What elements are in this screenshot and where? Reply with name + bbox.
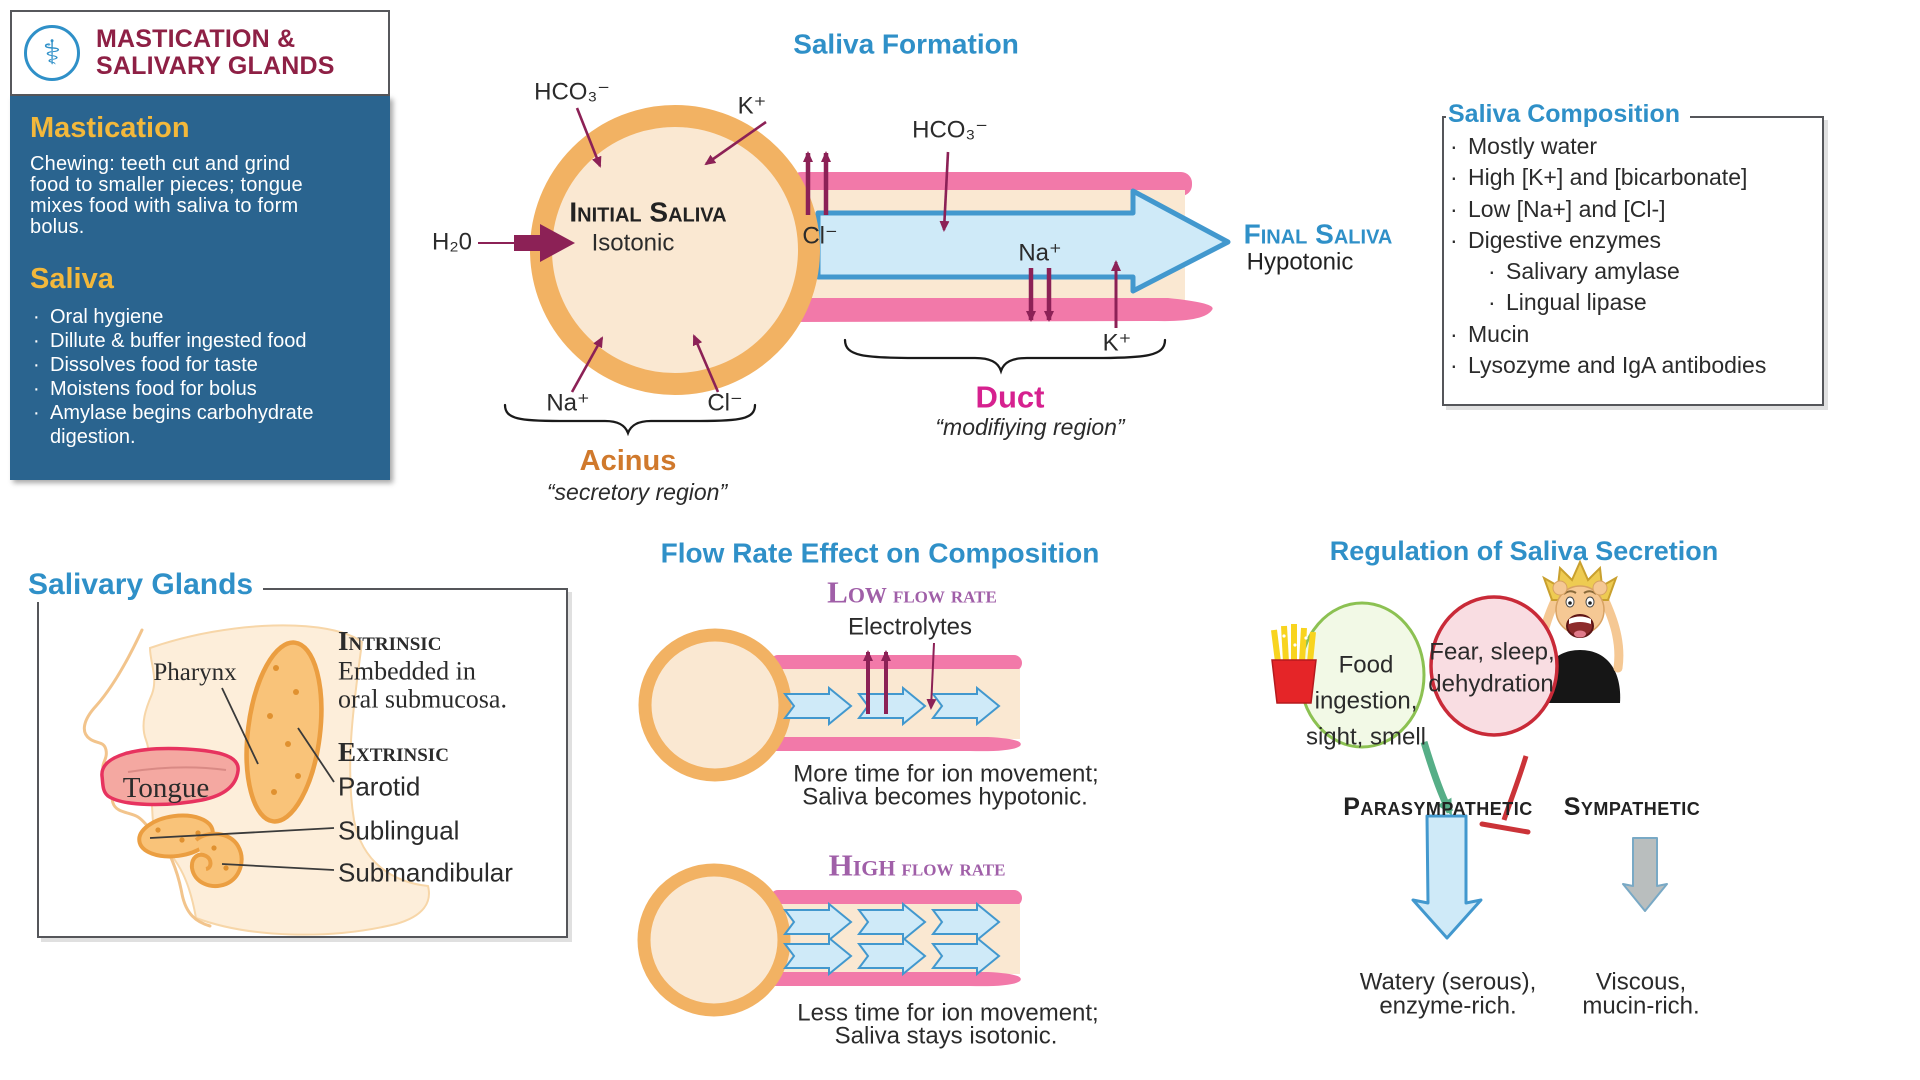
final-saliva-label: Final Saliva xyxy=(1243,218,1393,250)
h2o-arrow xyxy=(514,224,575,262)
sym-trigger-line2: dehydration xyxy=(1428,670,1554,698)
duct-sublabel: “modifiying region” xyxy=(935,413,1125,440)
list-item: Oral hygiene xyxy=(30,305,368,329)
intrinsic-desc-line1: Embedded in xyxy=(338,656,476,686)
saliva-formation-title: Saliva Formation xyxy=(793,28,1019,60)
sym-result-line1: Viscous, xyxy=(1595,968,1687,996)
k-acinus-label: K⁺ xyxy=(737,92,767,120)
isotonic-label: Isotonic xyxy=(591,229,675,257)
salivary-glands-illustration xyxy=(82,624,430,936)
low-acinus-circle xyxy=(638,628,792,782)
sublingual-label: Sublingual xyxy=(338,815,460,846)
inhibits-line xyxy=(1501,755,1529,821)
regulation-diagram xyxy=(1271,559,1668,940)
acinus-brace xyxy=(503,403,757,437)
sympathetic-trigger-circle xyxy=(1429,595,1559,737)
list-item: Mostly water xyxy=(1448,131,1820,163)
sym-result-line2: mucin-rich. xyxy=(1582,992,1700,1020)
cl-acinus-label: Cl⁻ xyxy=(707,389,743,417)
final-saliva-flow-arrow xyxy=(815,188,1231,294)
sympathetic-label: Sympathetic xyxy=(1563,792,1701,821)
list-item: Dillute & buffer ingested food xyxy=(30,329,368,353)
parasym-trigger-line3: sight, smell xyxy=(1305,723,1427,751)
cl-duct-label: Cl⁻ xyxy=(802,222,838,250)
parasym-trigger-line1: Food xyxy=(1338,651,1394,679)
high-acinus-circle xyxy=(637,863,791,1017)
hypotonic-label: Hypotonic xyxy=(1246,248,1354,276)
pharynx-label: Pharynx xyxy=(153,658,237,686)
list-item: Amylase begins carbohydrate digestion. xyxy=(30,401,368,449)
na-acinus-label: Na⁺ xyxy=(546,389,590,417)
acinus-circle xyxy=(530,105,820,395)
intrinsic-label: Intrinsic xyxy=(338,625,442,656)
high-caption-line1: Less time for ion movement; xyxy=(797,999,1099,1027)
duct-brace xyxy=(843,338,1167,375)
duct-bottom-wall xyxy=(790,298,1213,322)
inhibits-bar xyxy=(1479,821,1531,835)
flow-rate-title: Flow Rate Effect on Composition xyxy=(660,537,1100,569)
hco3-acinus-label: HCO₃⁻ xyxy=(534,78,610,106)
saliva-composition-list: Mostly water High [K+] and [bicarbonate]… xyxy=(1448,131,1820,382)
k-duct-label: K⁺ xyxy=(1102,329,1132,357)
duct-label: Duct xyxy=(975,379,1045,415)
saliva-composition-title: Saliva Composition xyxy=(1446,100,1690,129)
hco3-duct-label: HCO₃⁻ xyxy=(912,116,988,144)
acinus-sublabel: “secretory region” xyxy=(546,478,728,505)
sympathetic-output-arrow xyxy=(1622,837,1668,912)
parotid-label: Parotid xyxy=(338,771,421,802)
page-title: MASTICATION & SALIVARY GLANDS xyxy=(96,25,335,80)
salivary-glands-title: Salivary Glands xyxy=(26,568,264,602)
list-item: Lysozyme and IgA antibodies xyxy=(1448,350,1820,382)
regulation-title: Regulation of Saliva Secretion xyxy=(1329,535,1719,566)
fries-icon xyxy=(1271,624,1317,704)
parasym-result-line2: enzyme-rich. xyxy=(1379,992,1517,1020)
list-item: Salivary amylase xyxy=(1448,256,1820,288)
tongue-label: Tongue xyxy=(122,771,210,804)
list-item: Dissolves food for taste xyxy=(30,353,368,377)
list-item: Low [Na+] and [Cl-] xyxy=(1448,194,1820,226)
extrinsic-label: Extrinsic xyxy=(338,736,449,767)
acinus-label: Acinus xyxy=(579,444,677,477)
saliva-formation-diagram xyxy=(478,105,1231,437)
mastication-body: Chewing: teeth cut and grind food to sma… xyxy=(30,153,303,238)
submandibular-label: Submandibular xyxy=(338,857,513,888)
parasym-result-line1: Watery (serous), xyxy=(1359,968,1537,996)
electrolytes-label: Electrolytes xyxy=(847,613,973,641)
intrinsic-desc-line2: oral submucosa. xyxy=(338,684,507,714)
sym-trigger-line1: Fear, sleep, xyxy=(1429,638,1555,666)
flow-rate-high-diagram xyxy=(637,863,1022,1017)
list-item: High [K+] and [bicarbonate] xyxy=(1448,162,1820,194)
submandibular-gland xyxy=(189,831,244,888)
salivary-glands-box xyxy=(37,588,568,938)
list-item: Mucin xyxy=(1448,319,1820,351)
parasympathetic-label: Parasympathetic xyxy=(1343,792,1533,821)
initial-saliva-label: Initial Saliva xyxy=(569,196,727,228)
list-item: Moistens food for bolus xyxy=(30,377,368,401)
low-flow-rate-heading: Low flow rate xyxy=(827,574,997,610)
asclepius-logo-icon: ⚕ xyxy=(24,25,80,81)
low-caption-line1: More time for ion movement; xyxy=(793,760,1099,788)
h2o-label: H₂0 xyxy=(432,228,472,256)
high-flow-rate-heading: High flow rate xyxy=(828,847,1006,883)
parasympathetic-output-arrow xyxy=(1411,814,1483,940)
stimulates-arrow xyxy=(1420,740,1454,816)
mastication-panel: Mastication Chewing: teeth cut and grind… xyxy=(10,96,390,480)
low-caption-line2: Saliva becomes hypotonic. xyxy=(802,783,1088,811)
high-caption-line2: Saliva stays isotonic. xyxy=(834,1022,1058,1050)
saliva-function-list: Oral hygiene Dillute & buffer ingested f… xyxy=(30,305,368,449)
parotid-gland xyxy=(244,640,324,824)
list-item: Lingual lipase xyxy=(1448,287,1820,319)
na-duct-label: Na⁺ xyxy=(1018,239,1062,267)
saliva-heading: Saliva xyxy=(30,263,114,295)
parasym-trigger-line2: ingestion, xyxy=(1314,687,1418,715)
title-card: ⚕ MASTICATION & SALIVARY GLANDS xyxy=(10,10,390,96)
flow-rate-low-diagram xyxy=(638,628,1022,782)
mastication-heading: Mastication xyxy=(30,112,190,144)
tongue-shape xyxy=(100,746,240,807)
list-item: Digestive enzymes xyxy=(1448,225,1820,257)
